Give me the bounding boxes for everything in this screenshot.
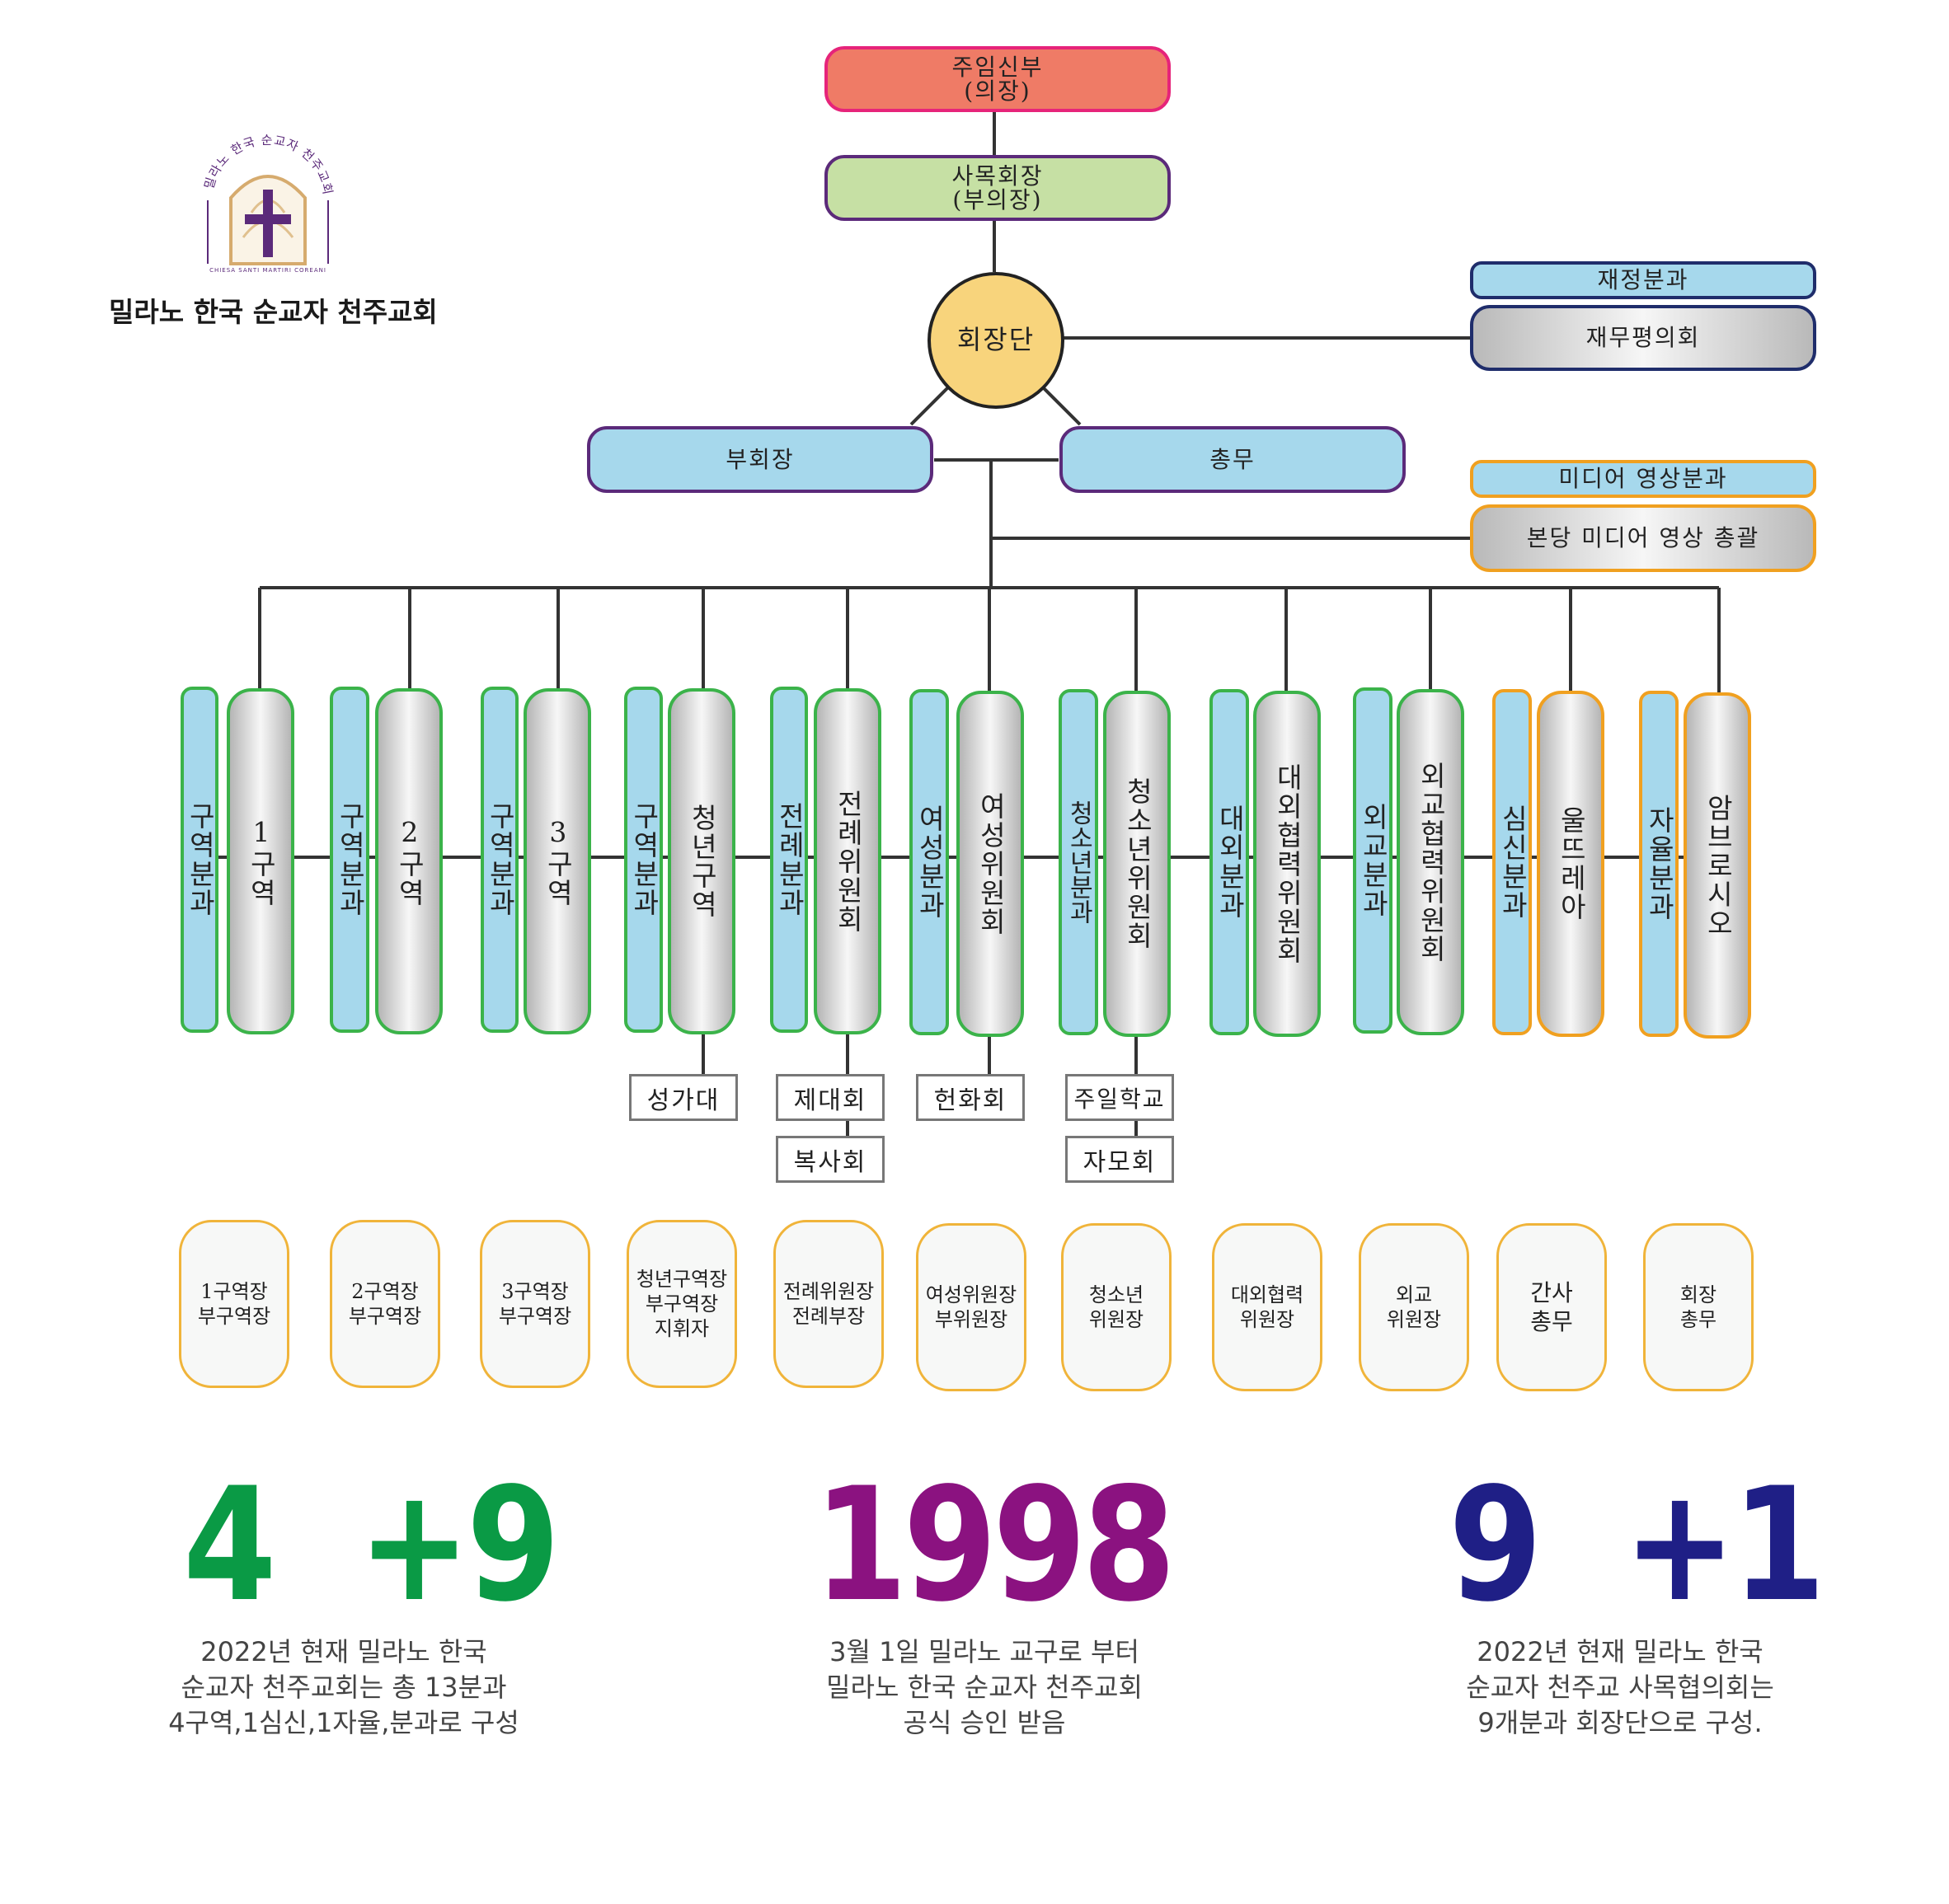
column-main-text: 여성위원회 bbox=[974, 791, 1007, 936]
sunday-school-box: 주일학교 bbox=[1065, 1074, 1174, 1121]
column-main-box: 대외협력위원회 bbox=[1253, 691, 1321, 1037]
stat-description: 2022년 현재 밀라노 한국 순교자 천주교회는 총 13분과 4구역,1심신… bbox=[168, 1636, 519, 1739]
column-main-box: 2구역 bbox=[375, 688, 443, 1034]
column-sub-label: 구역분과 bbox=[181, 687, 218, 1033]
column-main-box: 울뜨레아 bbox=[1537, 691, 1604, 1037]
roles-box: 전례위원장 전례부장 bbox=[773, 1220, 884, 1388]
church-logo: 밀라노 한국 순교자 천주교회 CHIESA SANTI MARTIRI COR… bbox=[194, 122, 342, 274]
choir-box: 성가대 bbox=[629, 1074, 738, 1121]
roles-box: 3구역장 부구역장 bbox=[480, 1220, 590, 1388]
media-division-label: 미디어 영상분과 bbox=[1470, 460, 1816, 498]
column-main-box: 청년구역 bbox=[668, 688, 735, 1034]
roles-box: 1구역장 부구역장 bbox=[179, 1220, 289, 1388]
column-main-text: 2구역 bbox=[393, 815, 426, 907]
roles-box: 간사 총무 bbox=[1496, 1223, 1607, 1391]
column-sub-label: 심신분과 bbox=[1492, 689, 1532, 1035]
column-main-box: 3구역 bbox=[524, 688, 591, 1034]
column-main-text: 전례위원회 bbox=[832, 789, 865, 934]
church-window-icon: 밀라노 한국 순교자 천주교회 bbox=[201, 133, 335, 265]
roles-box: 2구역장 부구역장 bbox=[330, 1220, 440, 1388]
council-circle: 회장단 bbox=[928, 272, 1064, 409]
general-affairs-box: 총무 bbox=[1059, 426, 1406, 493]
roles-box: 회장 총무 bbox=[1643, 1223, 1754, 1391]
roles-box: 대외협력 위원장 bbox=[1212, 1223, 1322, 1391]
media-main-box: 본당 미디어 영상 총괄 bbox=[1470, 504, 1816, 572]
column-main-text: 3구역 bbox=[542, 815, 575, 907]
stat-description: 2022년 현재 밀라노 한국 순교자 천주교 사목협의회는 9개분과 회장단으… bbox=[1466, 1636, 1774, 1739]
column-main-text: 청소년위원회 bbox=[1121, 777, 1154, 950]
column-sub-label: 외교분과 bbox=[1353, 687, 1392, 1034]
column-main-box: 여성위원회 bbox=[956, 691, 1024, 1037]
column-sub-label: 청소년분과 bbox=[1059, 689, 1098, 1035]
altar-servers-box: 복사회 bbox=[776, 1136, 885, 1183]
vice-chair-box: 부회장 bbox=[587, 426, 933, 493]
mothers-group-box: 자모회 bbox=[1065, 1136, 1174, 1183]
roles-box: 여성위원장 부위원장 bbox=[916, 1223, 1026, 1391]
stat-number: 1998 bbox=[814, 1454, 1176, 1636]
column-main-box: 외교협력위원회 bbox=[1397, 689, 1464, 1035]
column-sub-text: 구역분과 bbox=[334, 802, 367, 917]
column-sub-text: 구역분과 bbox=[627, 802, 660, 917]
column-sub-text: 청소년분과 bbox=[1064, 800, 1093, 924]
column-main-text: 청년구역 bbox=[686, 804, 719, 919]
roles-box: 외교 위원장 bbox=[1359, 1223, 1469, 1391]
column-main-box: 암브로시오 bbox=[1684, 692, 1751, 1039]
column-main-box: 전례위원회 bbox=[814, 688, 881, 1034]
column-sub-text: 외교분과 bbox=[1357, 803, 1390, 918]
stat-number: 9 +1 bbox=[1449, 1454, 1825, 1636]
stat-number: 4 +9 bbox=[183, 1454, 560, 1636]
column-main-text: 외교협력위원회 bbox=[1415, 761, 1448, 964]
column-sub-label: 자율분과 bbox=[1639, 691, 1679, 1037]
column-sub-text: 전례분과 bbox=[773, 802, 806, 917]
logo-small-caption: CHIESA SANTI MARTIRI COREANI bbox=[209, 267, 326, 274]
column-main-text: 1구역 bbox=[245, 815, 278, 907]
column-sub-text: 대외분과 bbox=[1214, 804, 1247, 920]
column-sub-label: 구역분과 bbox=[330, 687, 369, 1033]
stat-description: 3월 1일 밀라노 교구로 부터 밀라노 한국 순교자 천주교회 공식 승인 받… bbox=[826, 1636, 1143, 1739]
column-sub-text: 심신분과 bbox=[1496, 804, 1529, 920]
column-main-box: 청소년위원회 bbox=[1103, 691, 1171, 1037]
column-sub-label: 여성분과 bbox=[909, 689, 949, 1035]
pastor-box: 주임신부 (의장) bbox=[824, 46, 1171, 112]
roles-box: 청년구역장 부구역장 지휘자 bbox=[627, 1220, 737, 1388]
roles-box: 청소년 위원장 bbox=[1061, 1223, 1172, 1391]
line-council-general bbox=[1041, 386, 1082, 426]
column-sub-text: 구역분과 bbox=[184, 802, 217, 917]
column-sub-text: 구역분과 bbox=[484, 802, 517, 917]
vice-president-box: 사목회장 (부의장) bbox=[824, 155, 1171, 221]
column-sub-label: 전례분과 bbox=[770, 687, 808, 1033]
column-main-text: 암브로시오 bbox=[1702, 793, 1735, 938]
column-sub-label: 구역분과 bbox=[481, 687, 519, 1033]
column-sub-text: 여성분과 bbox=[913, 804, 946, 920]
column-main-box: 1구역 bbox=[227, 688, 294, 1034]
finance-council-box: 재무평의회 bbox=[1470, 305, 1816, 371]
flower-society-box: 헌화회 bbox=[916, 1074, 1025, 1121]
line-council-vp bbox=[909, 386, 950, 426]
column-main-text: 대외협력위원회 bbox=[1271, 762, 1304, 965]
church-name: 밀라노 한국 순교자 천주교회 bbox=[109, 296, 438, 328]
column-sub-label: 구역분과 bbox=[624, 687, 663, 1033]
finance-division-label: 재정분과 bbox=[1470, 261, 1816, 299]
altar-society-box: 제대회 bbox=[776, 1074, 885, 1121]
column-sub-text: 자율분과 bbox=[1643, 806, 1676, 922]
column-sub-label: 대외분과 bbox=[1209, 689, 1249, 1035]
column-main-text: 울뜨레아 bbox=[1555, 806, 1588, 922]
